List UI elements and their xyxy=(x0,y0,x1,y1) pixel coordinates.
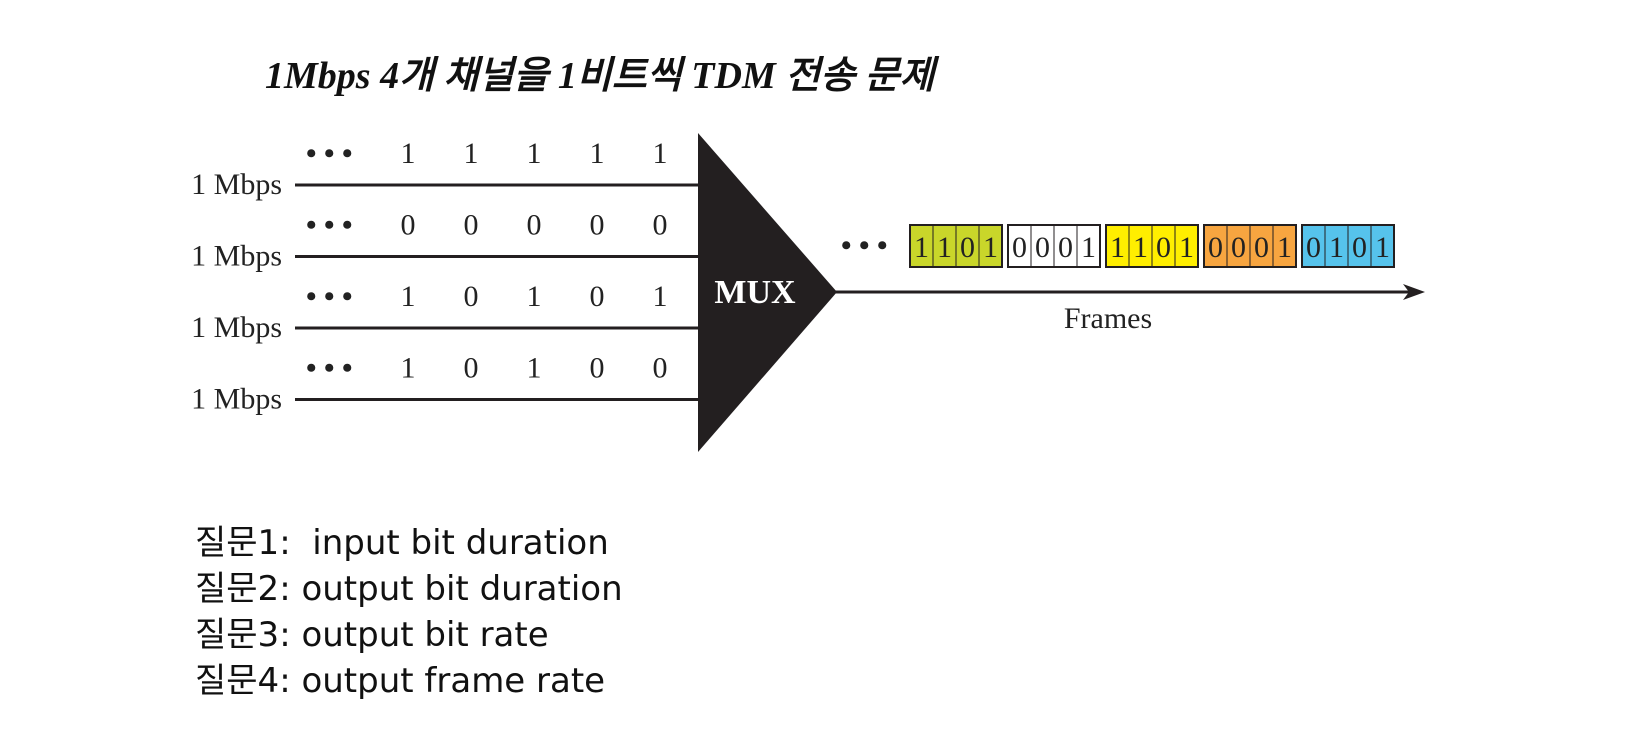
input-rate-label-2: 1 Mbps xyxy=(191,240,282,273)
frame-bit: 0 xyxy=(1156,231,1171,264)
input-bit: 0 xyxy=(464,280,479,313)
output-ellipsis: • • • xyxy=(841,229,888,262)
frames-label: Frames xyxy=(1064,302,1152,335)
question-2: 질문2: output bit duration xyxy=(195,569,623,609)
question-4: 질문4: output frame rate xyxy=(195,661,606,701)
mux-block xyxy=(698,133,837,452)
frame-bit: 0 xyxy=(1306,231,1321,264)
input-ellipsis-2: • • • xyxy=(306,209,353,242)
frame-bit: 0 xyxy=(1352,231,1367,264)
input-bit: 1 xyxy=(527,352,542,385)
frame-bit: 0 xyxy=(1231,231,1246,264)
input-bit: 1 xyxy=(401,352,416,385)
input-bit: 0 xyxy=(653,209,668,242)
input-bit: 1 xyxy=(590,137,605,170)
frame-bit: 1 xyxy=(1329,231,1344,264)
input-bit: 1 xyxy=(527,137,542,170)
output-arrowhead xyxy=(1403,284,1425,300)
input-bit: 0 xyxy=(464,209,479,242)
input-channels: 1 Mbps • • • 1 1 1 1 1 1 Mbps • • • 0 0 0 0 0 1 Mbps • … xyxy=(191,137,700,416)
question-1: 질문1: input bit duration xyxy=(195,523,609,563)
input-bit: 1 xyxy=(653,137,668,170)
frame-bit: 1 xyxy=(1375,231,1390,264)
question-list: 질문1: input bit duration 질문2: output bit … xyxy=(195,520,623,704)
input-bit: 1 xyxy=(527,280,542,313)
frame-bit: 1 xyxy=(1133,231,1148,264)
input-bit: 1 xyxy=(401,280,416,313)
frame-bit: 0 xyxy=(1035,231,1050,264)
frame-bit: 0 xyxy=(960,231,975,264)
input-rate-label-3: 1 Mbps xyxy=(191,311,282,344)
frame-bit: 1 xyxy=(1081,231,1096,264)
frame-bit: 1 xyxy=(914,231,929,264)
input-bit: 0 xyxy=(590,280,605,313)
diagram-title: 1Mbps 4개 채널을 1비트씩 TDM 전송 문제 xyxy=(265,55,935,97)
frame-bit: 1 xyxy=(1179,231,1194,264)
input-bit: 0 xyxy=(527,209,542,242)
frame-bit: 0 xyxy=(1058,231,1073,264)
input-ellipsis-3: • • • xyxy=(306,280,353,313)
frame-bit: 1 xyxy=(983,231,998,264)
input-bit: 0 xyxy=(401,209,416,242)
input-bit: 0 xyxy=(653,352,668,385)
frame-bit: 1 xyxy=(1110,231,1125,264)
frame-bit: 0 xyxy=(1254,231,1269,264)
mux-label: MUX xyxy=(714,274,796,311)
input-rate-label-4: 1 Mbps xyxy=(191,383,282,416)
input-ellipsis-1: • • • xyxy=(306,137,353,170)
input-bit: 0 xyxy=(590,209,605,242)
input-bit: 1 xyxy=(464,137,479,170)
frame-bit: 1 xyxy=(1277,231,1292,264)
input-bit: 0 xyxy=(464,352,479,385)
frame-bit: 1 xyxy=(937,231,952,264)
frame-bit: 0 xyxy=(1012,231,1027,264)
input-bit: 1 xyxy=(401,137,416,170)
question-3: 질문3: output bit rate xyxy=(195,615,549,655)
input-bit: 1 xyxy=(653,280,668,313)
output-line xyxy=(835,284,1425,300)
input-bit: 0 xyxy=(590,352,605,385)
input-rate-label-1: 1 Mbps xyxy=(191,168,282,201)
input-ellipsis-4: • • • xyxy=(306,352,353,385)
frame-bit: 0 xyxy=(1208,231,1223,264)
